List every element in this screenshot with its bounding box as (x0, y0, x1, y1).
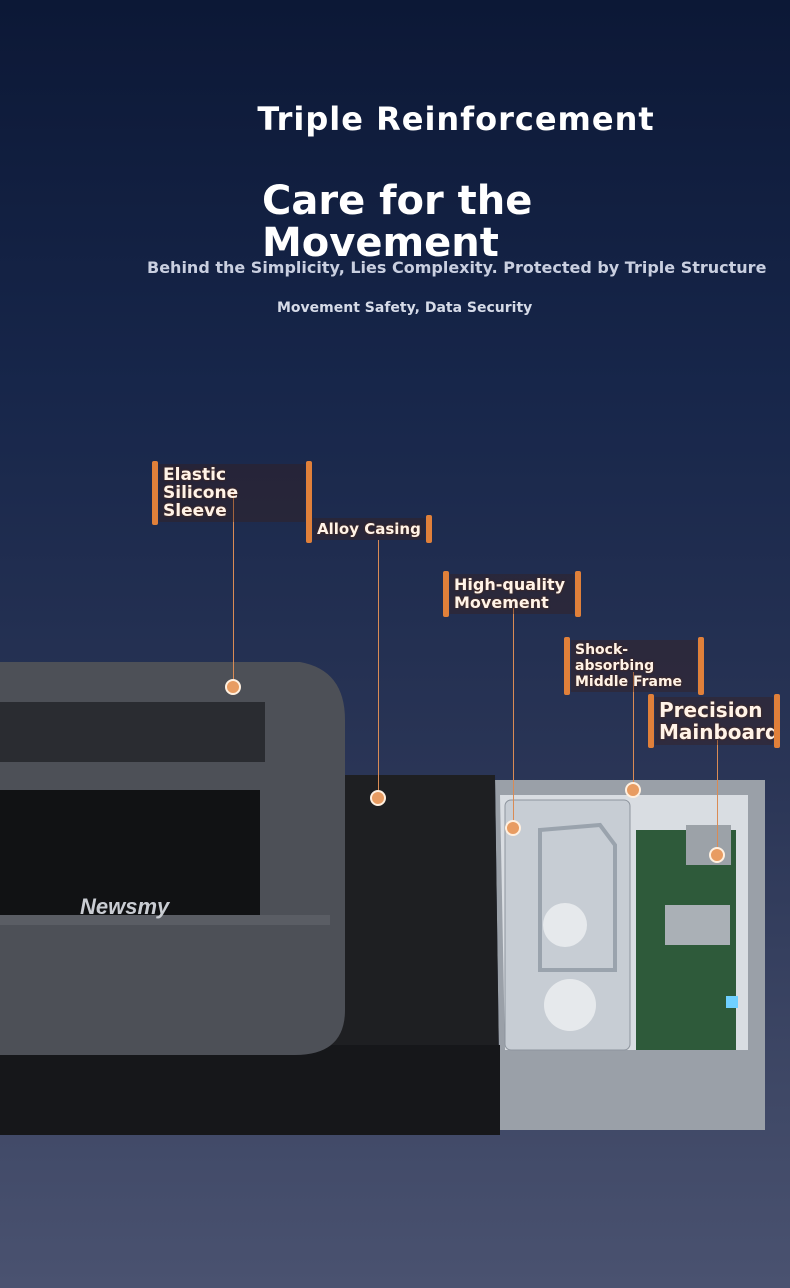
title-top: Triple Reinforcement (257, 100, 655, 138)
callout-dot-movement (505, 820, 521, 836)
label-elastic-silicone-sleeve: Elastic Silicone Sleeve (152, 461, 312, 525)
callout-line-casing (378, 540, 379, 798)
label-high-quality-movement: High-quality Movement (443, 571, 581, 617)
label-precision-mainboard: Precision Mainboard (648, 694, 780, 748)
title-main: Care for the Movement (262, 178, 533, 266)
label-shock-absorbing-middle-frame: Shock-absorbing Middle Frame (564, 637, 704, 695)
callout-dot-mainboard (709, 847, 725, 863)
callout-line-mainboard (717, 740, 718, 855)
callout-line-movement (513, 608, 514, 828)
brand-logo: Newsmy (80, 894, 171, 919)
callout-dot-casing (370, 790, 386, 806)
hard-drive-enclosure-illustration: Newsmy (0, 662, 765, 1135)
tagline: Movement Safety, Data Security (277, 300, 533, 316)
callout-dot-frame (625, 782, 641, 798)
callout-dot-sleeve (225, 679, 241, 695)
callout-line-frame (633, 672, 634, 790)
callout-line-sleeve (233, 492, 234, 687)
subtitle: Behind the Simplicity, Lies Complexity. … (147, 258, 767, 277)
label-alloy-casing: Alloy Casing (306, 515, 432, 543)
